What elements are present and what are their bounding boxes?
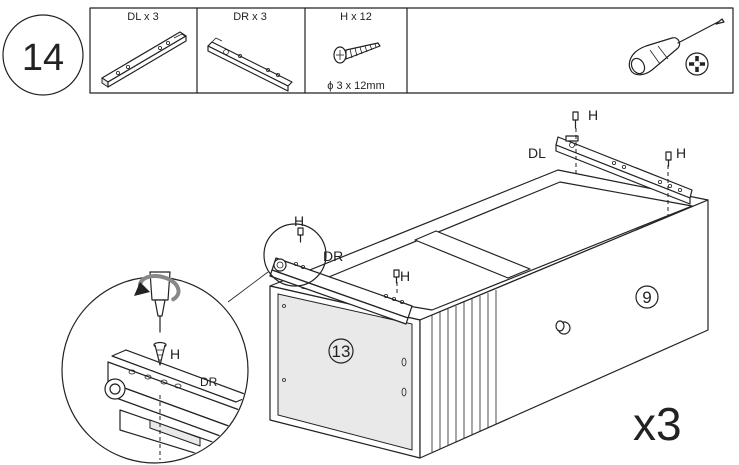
step-number: 14 [22,37,64,79]
label-h: H [676,145,686,161]
phillips-screwdriver-icon [628,18,725,76]
panel-13-marker: 13 [328,338,354,364]
dr-runner-icon [207,37,293,92]
panel-9-marker: 9 [635,285,659,309]
screw-icon [572,111,579,129]
front-fluting [431,290,497,452]
panel-9-label: 9 [642,288,651,307]
callout-connector [227,271,269,303]
screw-icon [153,341,167,366]
dl-header: DL x 3 [127,11,158,23]
label-h: H [294,213,304,229]
dl-runner-icon [101,31,187,88]
rotate-clockwise-icon [134,273,181,302]
knob-icon [555,320,571,335]
h-header: H x 12 [340,11,372,23]
parts-table: DL x 3 DR x 3 H x 12 ϕ 3 x 12mm [89,7,734,94]
label-dr: DR [200,375,218,389]
label-dr: DR [323,248,343,264]
dr-header: DR x 3 [233,11,267,23]
magnified-detail: H DR [61,271,249,464]
label-h: H [400,268,410,284]
screw-spec: ϕ 3 x 12mm [327,80,385,92]
quantity-label: x3 [633,398,682,450]
label-h: H [170,346,180,362]
detail-callout-circle [263,223,327,287]
label-h: H [588,107,598,123]
dl-runner [555,128,693,215]
label-dl: DL [528,145,546,161]
step-badge: 14 [2,14,84,96]
drawer: 9 13 [269,169,709,459]
screw-icon [393,269,400,284]
panel-13-label: 13 [332,342,351,361]
screw-icon [333,42,381,64]
screw-icon [297,227,304,243]
phillips-head-icon [685,52,709,76]
screw-icon [665,151,672,167]
